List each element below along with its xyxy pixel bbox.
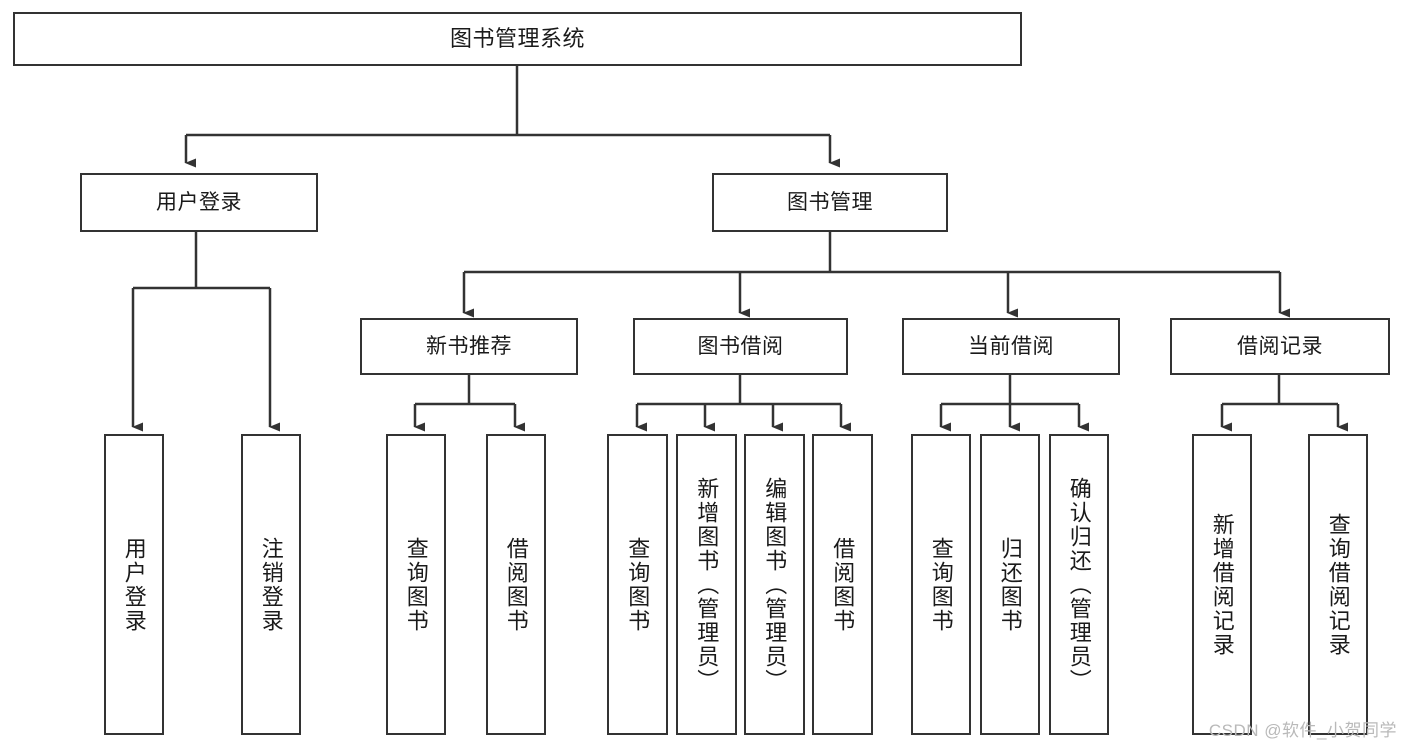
node-label: 查询借阅记录 [1325, 512, 1351, 657]
node-leaf-return-books[interactable]: 归还图书 [980, 434, 1040, 735]
node-label: 借阅记录 [1237, 334, 1323, 358]
node-leaf-borrow-books-newbook[interactable]: 借阅图书 [486, 434, 546, 735]
node-leaf-edit-book-admin[interactable]: 编辑图书（管理员） [744, 434, 805, 735]
node-leaf-logout[interactable]: 注销登录 [241, 434, 301, 735]
node-label: 确认归还（管理员） [1066, 476, 1092, 693]
node-label: 图书管理系统 [449, 25, 585, 51]
node-leaf-query-borrow-record[interactable]: 查询借阅记录 [1308, 434, 1368, 735]
node-leaf-query-books-borrow[interactable]: 查询图书 [607, 434, 668, 735]
node-label: 用户登录 [121, 536, 147, 633]
node-label: 图书借阅 [697, 334, 784, 358]
node-label: 查询图书 [625, 536, 651, 633]
node-label: 借阅图书 [503, 536, 529, 633]
node-leaf-add-book-admin[interactable]: 新增图书（管理员） [676, 434, 737, 735]
node-user-login[interactable]: 用户登录 [80, 173, 318, 232]
node-label: 归还图书 [997, 536, 1023, 633]
node-leaf-query-books-newbook[interactable]: 查询图书 [386, 434, 446, 735]
node-label: 新增图书（管理员） [694, 476, 720, 693]
node-label: 借阅图书 [830, 536, 856, 633]
node-current-borrowing[interactable]: 当前借阅 [902, 318, 1120, 375]
node-book-management[interactable]: 图书管理 [712, 173, 948, 232]
node-label: 查询图书 [928, 536, 954, 633]
node-label: 用户登录 [156, 190, 242, 214]
node-label: 新增借阅记录 [1209, 512, 1235, 657]
node-leaf-add-borrow-record[interactable]: 新增借阅记录 [1192, 434, 1252, 735]
watermark: CSDN @软件_小贺同学 [1208, 721, 1397, 740]
node-leaf-query-books-current[interactable]: 查询图书 [911, 434, 971, 735]
node-leaf-borrow-books-borrow[interactable]: 借阅图书 [812, 434, 873, 735]
node-new-book-recommendation[interactable]: 新书推荐 [360, 318, 578, 375]
node-label: 当前借阅 [968, 334, 1054, 358]
node-label: 图书管理 [787, 190, 873, 214]
node-label: 新书推荐 [426, 334, 512, 358]
node-label: 注销登录 [258, 536, 284, 633]
node-root-book-management-system[interactable]: 图书管理系统 [13, 12, 1022, 66]
node-label: 查询图书 [403, 536, 429, 633]
node-book-borrowing[interactable]: 图书借阅 [633, 318, 848, 375]
node-label: 编辑图书（管理员） [762, 476, 788, 693]
node-leaf-user-login[interactable]: 用户登录 [104, 434, 164, 735]
node-leaf-confirm-return-admin[interactable]: 确认归还（管理员） [1049, 434, 1109, 735]
node-borrowing-records[interactable]: 借阅记录 [1170, 318, 1390, 375]
